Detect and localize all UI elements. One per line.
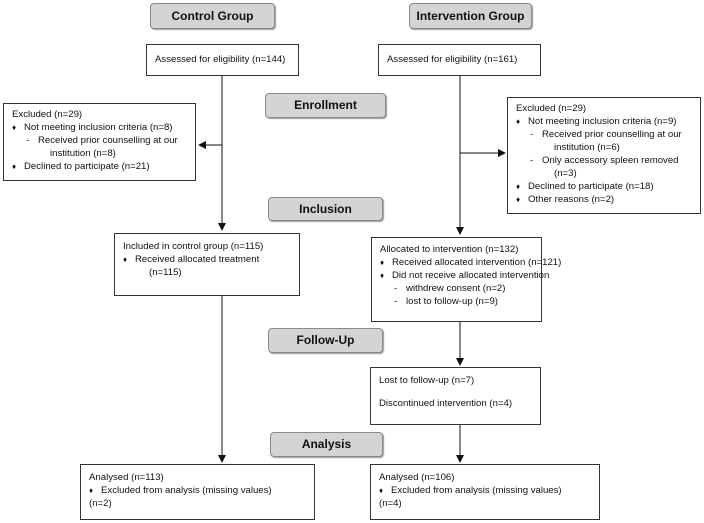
intervention-lost-follow-up: -lost to follow-up (n=9)	[380, 295, 533, 308]
dash-marker: -	[530, 155, 534, 166]
control-prior-counselling-text: Received prior counselling at our	[38, 135, 178, 146]
intervention-prior-counselling-text: Received prior counselling at our	[542, 129, 682, 140]
intervention-declined: Declined to participate (n=18)	[516, 180, 692, 193]
intervention-not-received: Did not receive allocated intervention	[380, 269, 549, 282]
stage-inclusion: Inclusion	[268, 197, 383, 221]
intervention-allocated-title: Allocated to intervention (n=132)	[380, 244, 519, 255]
intervention-spleen-removed: -Only accessory spleen removed	[516, 154, 692, 167]
intervention-analysed-box: Analysed (n=106) Excluded from analysis …	[370, 464, 600, 520]
intervention-prior-counselling-cont: institution (n=6)	[554, 142, 620, 153]
control-analysed-box: Analysed (n=113) Excluded from analysis …	[80, 464, 315, 520]
dash-marker: -	[530, 129, 534, 140]
control-prior-counselling: -Received prior counselling at our	[12, 134, 187, 147]
intervention-lost-follow-up-text: lost to follow-up (n=9)	[406, 296, 498, 307]
control-declined: Declined to participate (n=21)	[12, 160, 187, 173]
intervention-excluded-title: Excluded (n=29)	[516, 103, 587, 114]
intervention-excluded-box: Excluded (n=29) Not meeting inclusion cr…	[507, 97, 701, 214]
intervention-discontinued: Discontinued intervention (n=4)	[379, 398, 513, 409]
control-excluded-title: Excluded (n=29)	[12, 109, 83, 120]
control-assessed-box: Assessed for eligibility (n=144)	[146, 44, 299, 76]
intervention-spleen-removed-text: Only accessory spleen removed	[542, 155, 679, 166]
dash-marker: -	[26, 135, 30, 146]
intervention-spleen-removed-cont: (n=3)	[554, 168, 577, 179]
intervention-withdrew-consent: -withdrew consent (n=2)	[380, 282, 533, 295]
control-included-box: Included in control group (n=115) Receiv…	[114, 233, 300, 296]
control-not-meeting-criteria: Not meeting inclusion criteria (n=8)	[12, 121, 187, 134]
intervention-assessed-box: Assessed for eligibility (n=161)	[378, 44, 541, 76]
intervention-withdrew-consent-text: withdrew consent (n=2)	[406, 283, 506, 294]
intervention-analysed-title: Analysed (n=106)	[379, 472, 455, 483]
intervention-follow-up-box: Lost to follow-up (n=7) Discontinued int…	[370, 367, 541, 425]
control-excluded-from-analysis-cont: (n=2)	[89, 498, 112, 509]
control-group-header: Control Group	[150, 3, 275, 29]
stage-follow-up: Follow-Up	[268, 328, 383, 353]
intervention-excluded-from-analysis-cont: (n=4)	[379, 498, 402, 509]
dash-marker: -	[394, 283, 398, 294]
intervention-assessed-text: Assessed for eligibility (n=161)	[387, 54, 518, 65]
intervention-prior-counselling: -Received prior counselling at our	[516, 128, 692, 141]
control-assessed-text: Assessed for eligibility (n=144)	[155, 54, 286, 65]
intervention-not-meeting-criteria: Not meeting inclusion criteria (n=9)	[516, 115, 692, 128]
dash-marker: -	[394, 296, 398, 307]
intervention-received: Received allocated intervention (n=121)	[380, 256, 561, 269]
intervention-other-reasons: Other reasons (n=2)	[516, 193, 692, 206]
stage-enrollment: Enrollment	[265, 93, 386, 118]
control-excluded-from-analysis: Excluded from analysis (missing values)	[89, 484, 306, 497]
intervention-allocated-box: Allocated to intervention (n=132) Receiv…	[371, 237, 561, 322]
control-received-treatment-cont: (n=115)	[149, 267, 182, 278]
control-prior-counselling-cont: institution (n=8)	[50, 148, 116, 159]
intervention-excluded-from-analysis: Excluded from analysis (missing values)	[379, 484, 591, 497]
intervention-group-header: Intervention Group	[409, 3, 532, 29]
control-included-title: Included in control group (n=115)	[123, 241, 264, 252]
control-received-treatment: Received allocated treatment	[123, 253, 291, 266]
control-excluded-box: Excluded (n=29) Not meeting inclusion cr…	[3, 103, 196, 181]
stage-analysis: Analysis	[270, 432, 383, 457]
control-analysed-title: Analysed (n=113)	[89, 472, 164, 483]
intervention-lost-to-follow-up: Lost to follow-up (n=7)	[379, 375, 475, 386]
